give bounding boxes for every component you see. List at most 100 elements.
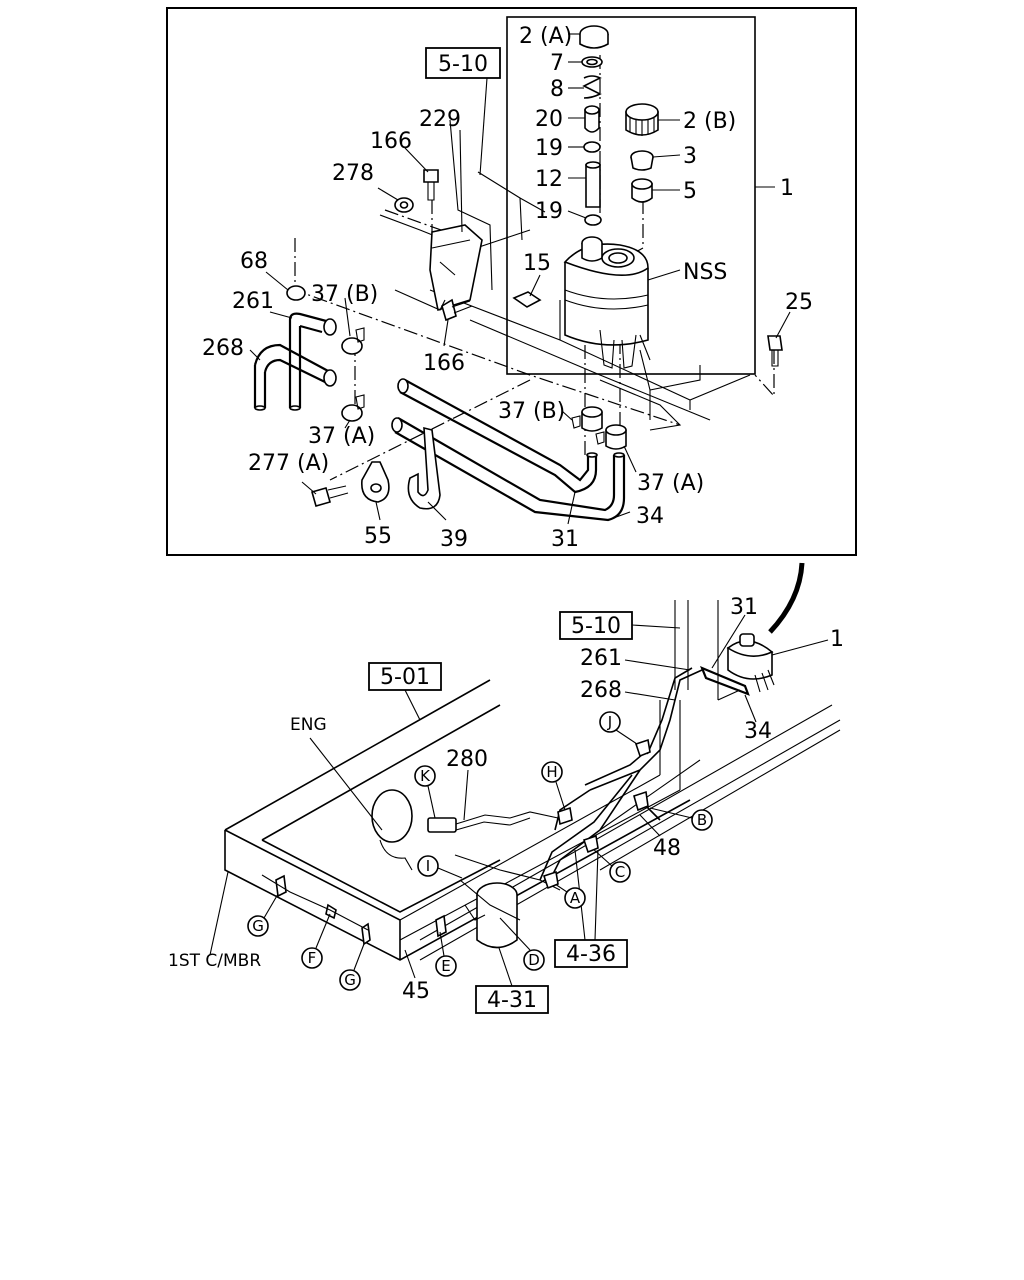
callout-k: K [414,765,436,819]
label-261-overview: 261 [580,646,622,671]
detail-frame [166,7,857,556]
label-15: 15 [523,251,551,276]
callout-f: F [301,913,331,969]
callout-markers: J H K B C [247,711,713,991]
label-34-overview: 34 [744,719,772,744]
hose-261-268-overview [584,667,703,791]
ref-4-36: 4-36 [566,942,616,967]
ref-4-31: 4-31 [487,988,537,1013]
svg-text:D: D [528,951,540,969]
detail-arrow [768,562,805,634]
leader-4-31 [497,944,513,987]
callout-c: C [582,834,631,883]
label-268: 268 [202,336,244,361]
pump-assembly [454,854,561,949]
ref-5-10-detail: 5-10 [438,52,488,77]
ref-box-5-10-overview [559,611,633,640]
callout-a: A [542,870,586,909]
ref-box-5-10-detail [425,47,501,79]
label-48: 48 [653,836,681,861]
svg-text:C: C [615,863,625,881]
svg-text:E: E [441,957,450,975]
leader-5-10 [479,77,488,176]
label-eng: ENG [290,715,327,735]
callout-g-right: G [339,943,365,991]
label-166-lower: 166 [423,351,465,376]
label-1st-cmbr: 1ST C/MBR [168,951,261,971]
label-37b-left: 37 (B) [311,282,378,307]
bolt-166-upper [423,169,439,201]
label-3: 3 [683,144,697,169]
clamp-37b-left [341,327,365,355]
bracket-15 [512,291,542,308]
label-2a: 2 (A) [519,24,572,49]
spring-8 [582,75,602,99]
svg-text:K: K [420,767,431,785]
label-34: 34 [636,504,664,529]
label-39: 39 [440,527,468,552]
label-166-upper: 166 [370,129,412,154]
svg-text:H: H [546,763,557,781]
callout-j: J [599,711,651,758]
label-nss: NSS [683,260,727,285]
valve-20 [584,109,600,133]
label-19-upper: 19 [535,136,563,161]
reservoir-subassembly-frame [506,16,756,375]
svg-text:J: J [607,713,612,731]
label-25: 25 [785,290,813,315]
frame-pipe [261,874,369,931]
pipe-31-overview [700,665,750,696]
svg-text:B: B [697,811,707,829]
pipe-12 [585,164,601,208]
label-55: 55 [364,524,392,549]
bracket-229 [394,224,483,312]
label-45: 45 [402,979,430,1004]
bolt-277a [311,485,349,507]
callout-i: I [417,855,463,879]
label-229: 229 [419,107,461,132]
callout-g-left: G [247,893,279,937]
label-12: 12 [535,167,563,192]
label-1: 1 [780,176,794,201]
frame-bracket-structure [379,119,751,431]
svg-text:I: I [426,857,430,875]
nut-68 [286,285,306,301]
ring-19-lower [584,214,602,226]
callout-e: E [435,931,457,977]
svg-text:G: G [252,917,264,935]
clamp-37a-left [341,394,365,422]
label-7: 7 [550,51,564,76]
callout-d: D [499,917,545,971]
sensor-280 [427,811,559,833]
leader-5-01 [404,689,421,721]
label-5: 5 [683,179,697,204]
engine-belt [379,839,413,871]
pipe-31 [397,378,598,494]
filler-stack [579,25,609,226]
bolt-25 [767,335,783,367]
clamp-37b-right [571,406,603,432]
label-19-lower: 19 [535,199,563,224]
clamp-55 [361,461,390,503]
ring-19-upper [583,141,601,153]
clamp-39 [407,426,441,510]
overview-labels: 31 1 261 268 34 280 48 45 ENG 1ST C/MBR [168,595,844,1004]
hose-268 [253,343,337,411]
svg-text:G: G [344,971,356,989]
label-37a-right: 37 (A) [637,471,704,496]
detail-labels: 2 (A) 7 8 20 19 12 19 2 (B) 3 5 NSS 1 15… [202,24,813,552]
reservoir-tank [563,236,651,369]
overview-view: 5-10 5-01 4-36 4-31 [168,562,844,1014]
label-261: 261 [232,289,274,314]
overview-leaders [209,614,829,979]
label-1-overview: 1 [830,627,844,652]
label-68: 68 [240,249,268,274]
label-268-overview: 268 [580,678,622,703]
clamp-37a-right [595,424,627,450]
label-2b: 2 (B) [683,109,736,134]
label-8: 8 [550,77,564,102]
reservoir-overview [726,633,775,693]
bolt-166-lower [441,298,473,322]
label-277a: 277 (A) [248,451,329,476]
